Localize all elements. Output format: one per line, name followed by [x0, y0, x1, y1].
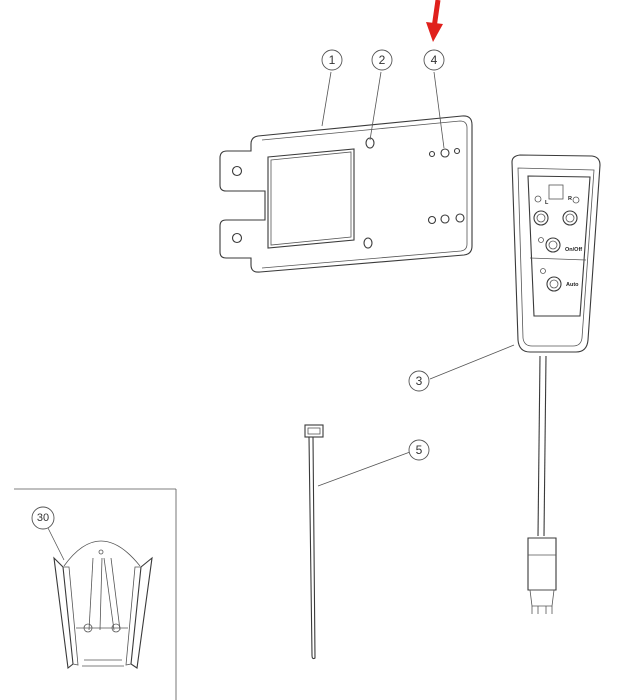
control-unit: L R On/Off Auto [511, 154, 601, 614]
leader-lines [47, 71, 515, 561]
inset-detail-box [14, 488, 177, 700]
callout-5: 5 [408, 439, 430, 461]
panel-label-l: L [545, 200, 549, 206]
panel-label-auto: Auto [566, 282, 579, 288]
callout-1: 1 [321, 49, 343, 71]
panel-label-onoff: On/Off [565, 247, 582, 253]
callout-3: 3 [408, 370, 430, 392]
panel-label-r: R [568, 196, 572, 202]
callout-2-label: 2 [379, 53, 386, 67]
cable-tie [304, 424, 324, 660]
callout-5-label: 5 [416, 443, 423, 457]
callout-30: 30 [31, 506, 55, 530]
mounting-plate [219, 115, 473, 273]
callout-1-label: 1 [329, 53, 336, 67]
callout-3-label: 3 [416, 374, 423, 388]
red-pointer-arrow [426, 0, 443, 42]
callout-4: 4 [423, 49, 445, 71]
callout-30-label: 30 [37, 512, 49, 524]
callout-2: 2 [371, 49, 393, 71]
callout-4-label: 4 [431, 53, 438, 67]
